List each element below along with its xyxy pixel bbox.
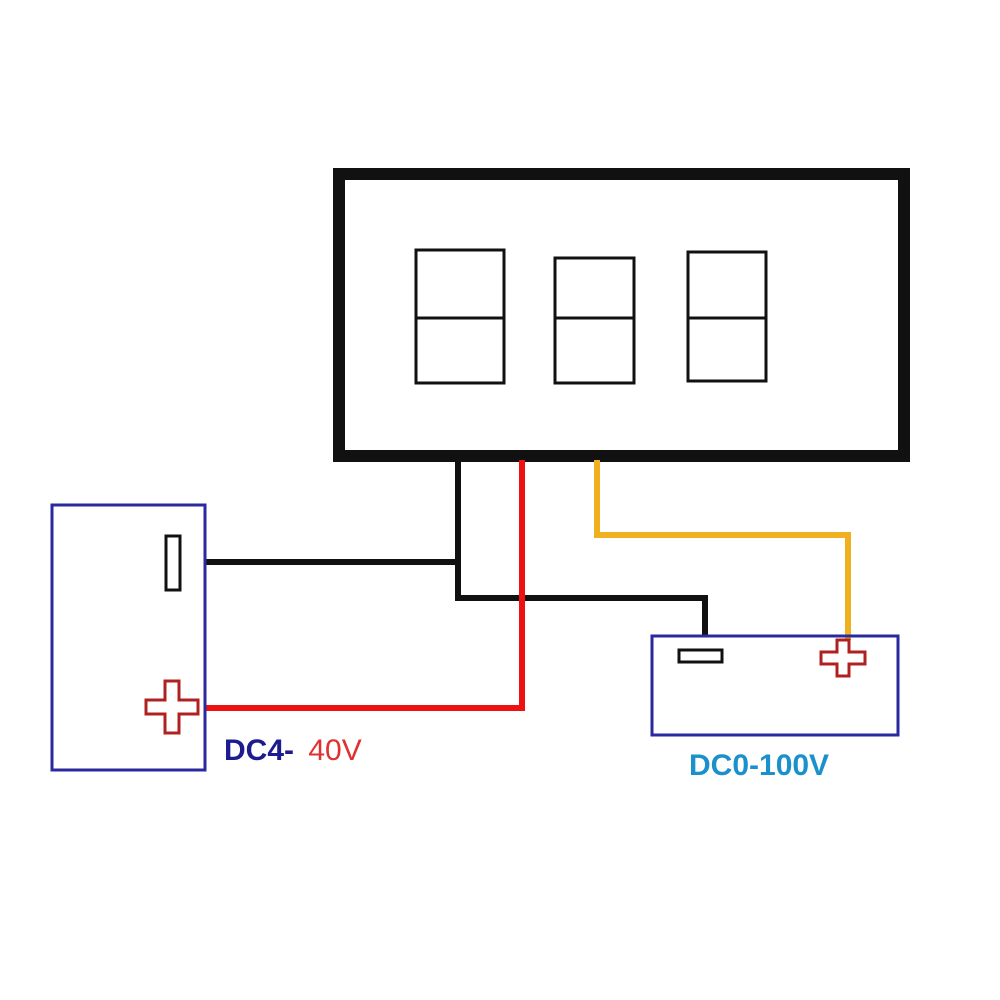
measured-source-box bbox=[650, 634, 900, 737]
seven-segment-digit-1 bbox=[414, 248, 506, 385]
measured-voltage-label: DC0-100V bbox=[689, 749, 829, 782]
supply-label-prefix: DC4- bbox=[224, 734, 294, 767]
voltmeter-body bbox=[333, 168, 910, 462]
power-supply-box bbox=[50, 503, 207, 772]
seven-segment-digit-2 bbox=[553, 256, 636, 385]
plus-terminal-icon bbox=[819, 638, 867, 678]
black-ground-wire bbox=[205, 462, 708, 636]
yellow-signal-wire bbox=[594, 460, 851, 640]
red-power-wire bbox=[205, 460, 525, 711]
minus-terminal-icon bbox=[164, 534, 182, 592]
supply-label-range: 40V bbox=[308, 734, 361, 767]
minus-terminal-icon bbox=[677, 648, 724, 664]
plus-terminal-icon bbox=[144, 679, 200, 735]
supply-voltage-label: DC4- 40V bbox=[224, 734, 362, 767]
seven-segment-digit-3 bbox=[686, 250, 768, 383]
